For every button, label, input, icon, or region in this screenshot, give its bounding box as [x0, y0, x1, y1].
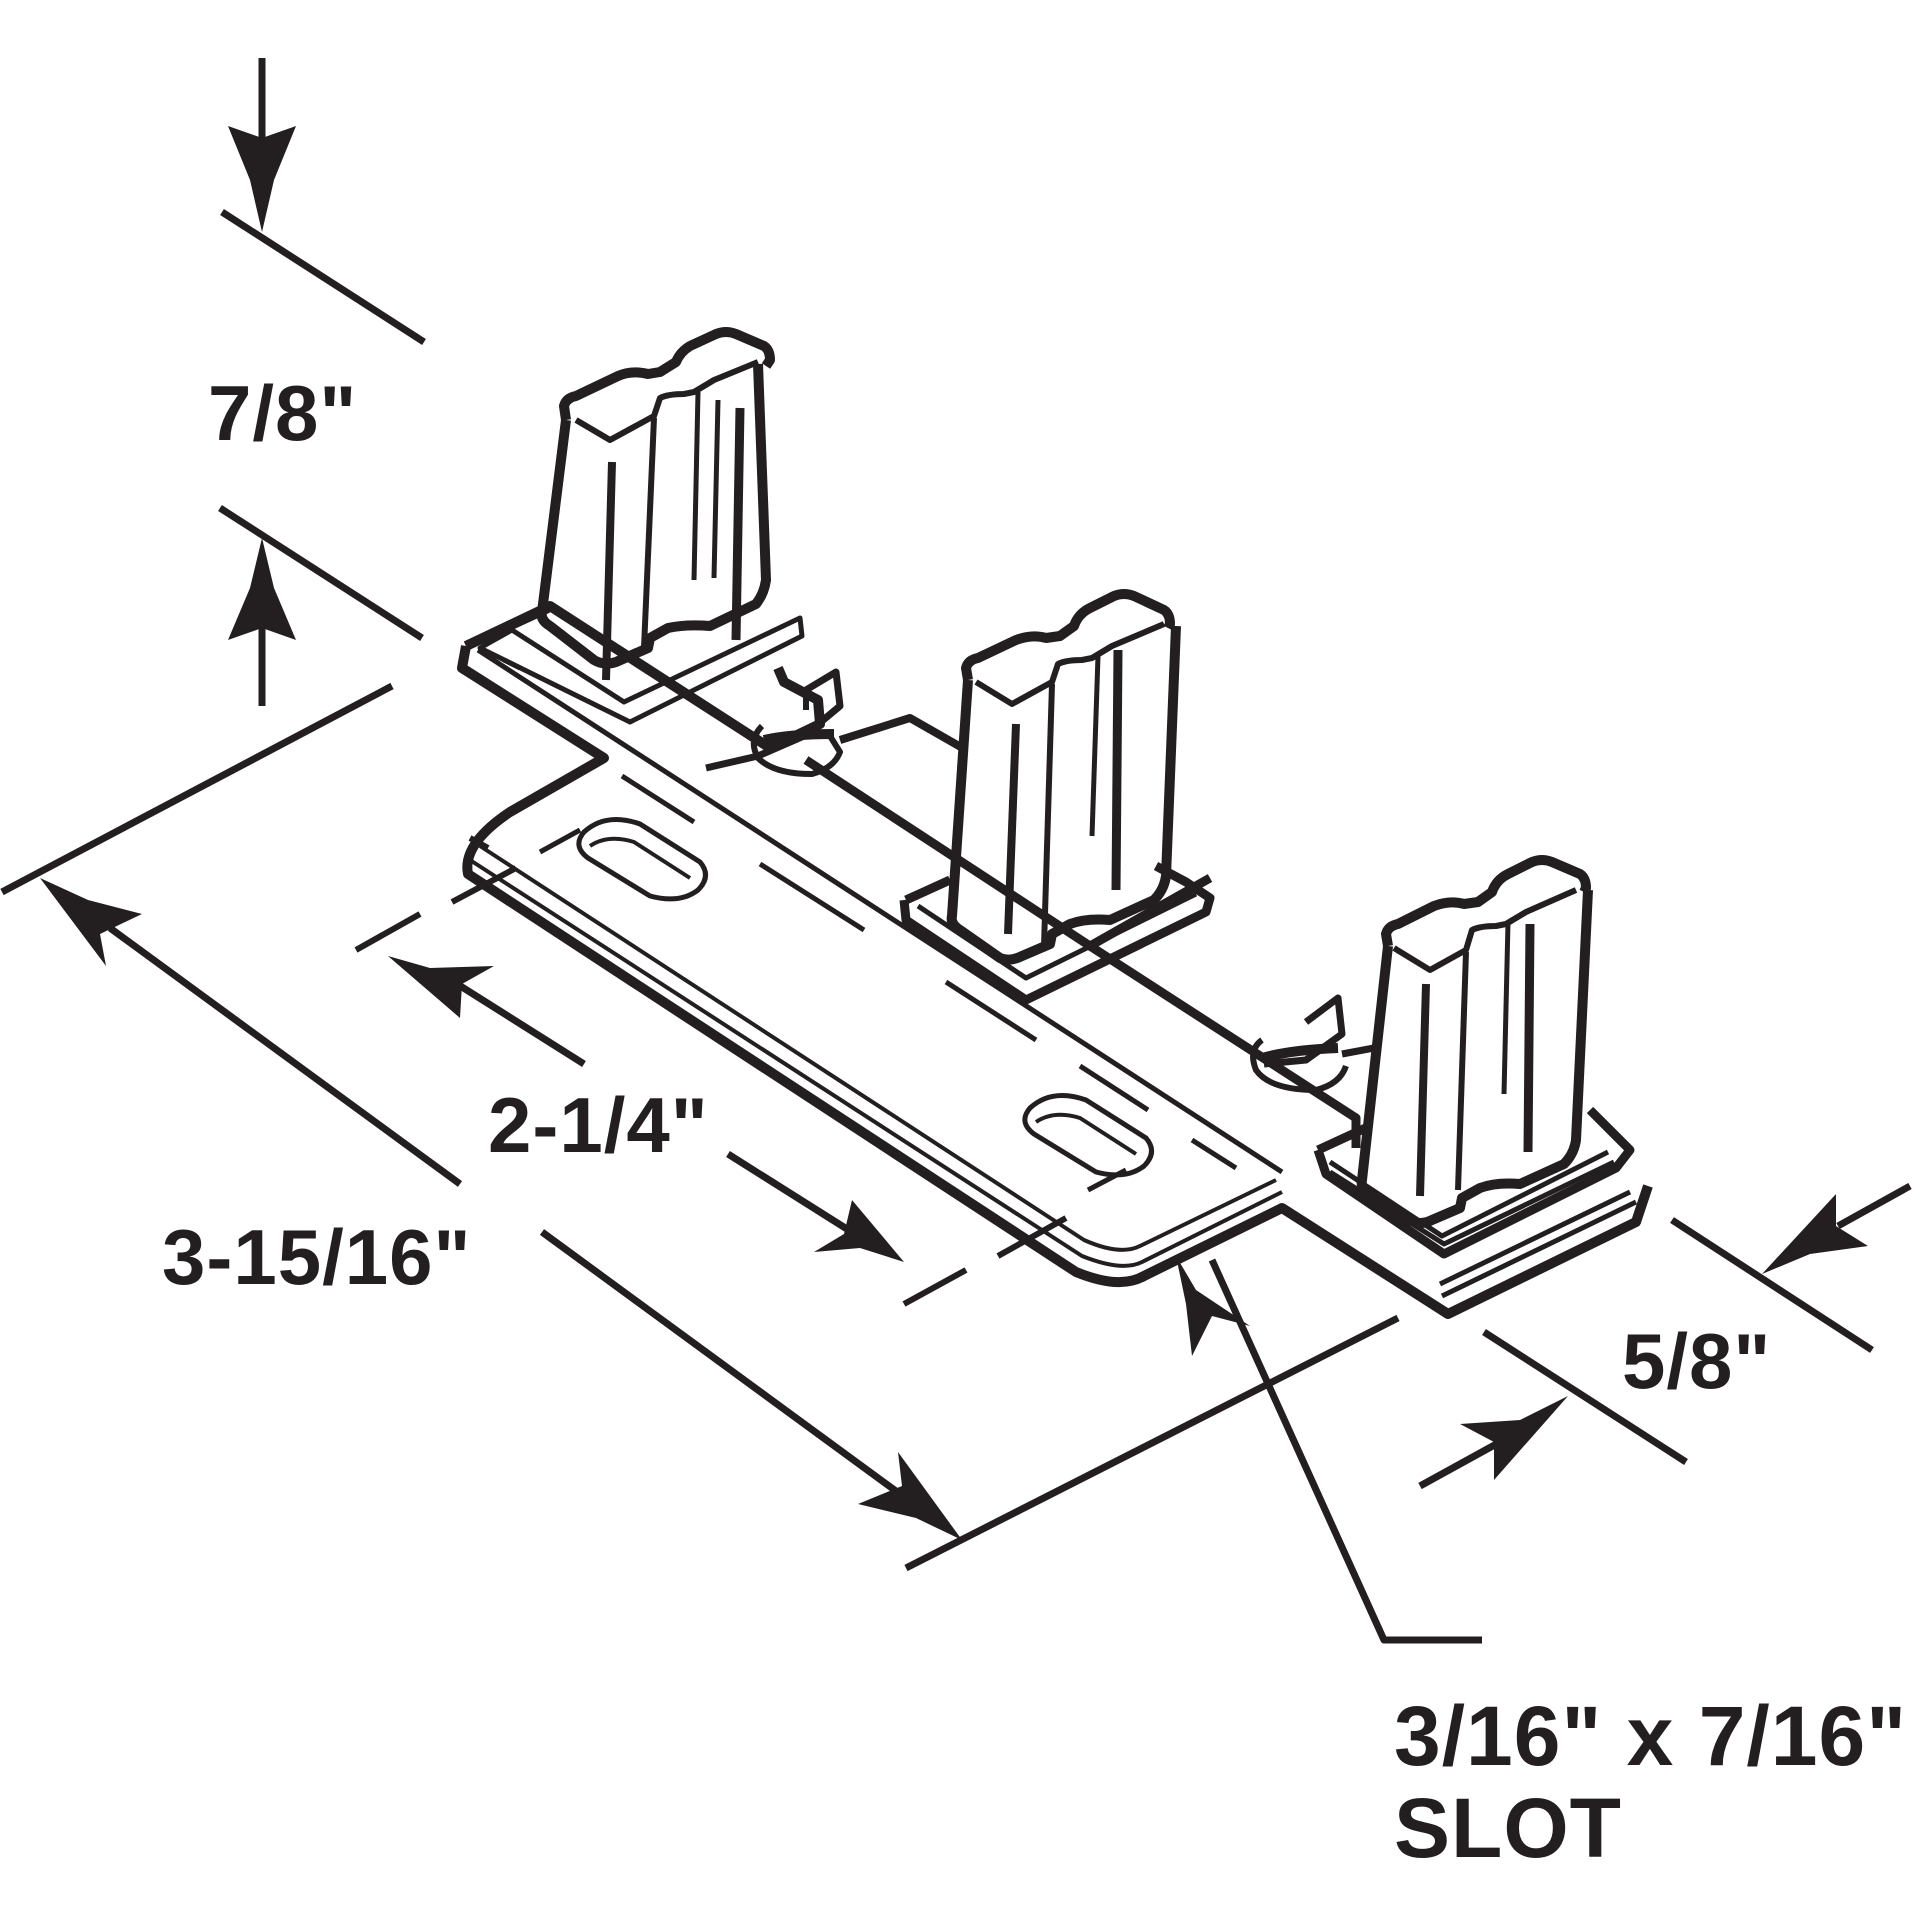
arrow-downleft-icon: [1762, 1194, 1868, 1274]
arrow-upleft-icon: [40, 878, 142, 966]
mounting-slot-left: [538, 817, 708, 902]
spring-tab-right: [1250, 994, 1375, 1093]
arrow-upleft-icon: [388, 956, 494, 1018]
arrow-upright-icon: [1460, 1396, 1568, 1480]
spring-tab-left: [705, 668, 968, 777]
width-dimension: [1418, 1182, 1912, 1490]
arrow-up-icon: [1176, 1256, 1250, 1356]
arrow-up-icon: [228, 538, 296, 640]
arrow-downright-icon: [814, 1200, 904, 1262]
guide-post-right: [1313, 855, 1638, 1299]
slot-word-label: SLOT: [1394, 1781, 1622, 1875]
slot-size-label: 3/16" x 7/16": [1394, 1689, 1908, 1783]
height-dimension: [218, 58, 426, 706]
guide-post-left: [463, 327, 825, 753]
overall-length-label: 3-15/16": [162, 1213, 472, 1301]
guide-post-middle: [899, 589, 1215, 1005]
slot-callout-leader: [1176, 1256, 1482, 1644]
arrow-downright-icon: [858, 1452, 962, 1540]
slot-spacing-label: 2-1/4": [488, 1081, 709, 1169]
overall-length-dimension: [0, 682, 1400, 1572]
mounting-slot-right: [1022, 1093, 1154, 1193]
arrow-down-icon: [228, 126, 296, 232]
width-label: 5/8": [1622, 1317, 1772, 1405]
height-label: 7/8": [208, 369, 358, 457]
